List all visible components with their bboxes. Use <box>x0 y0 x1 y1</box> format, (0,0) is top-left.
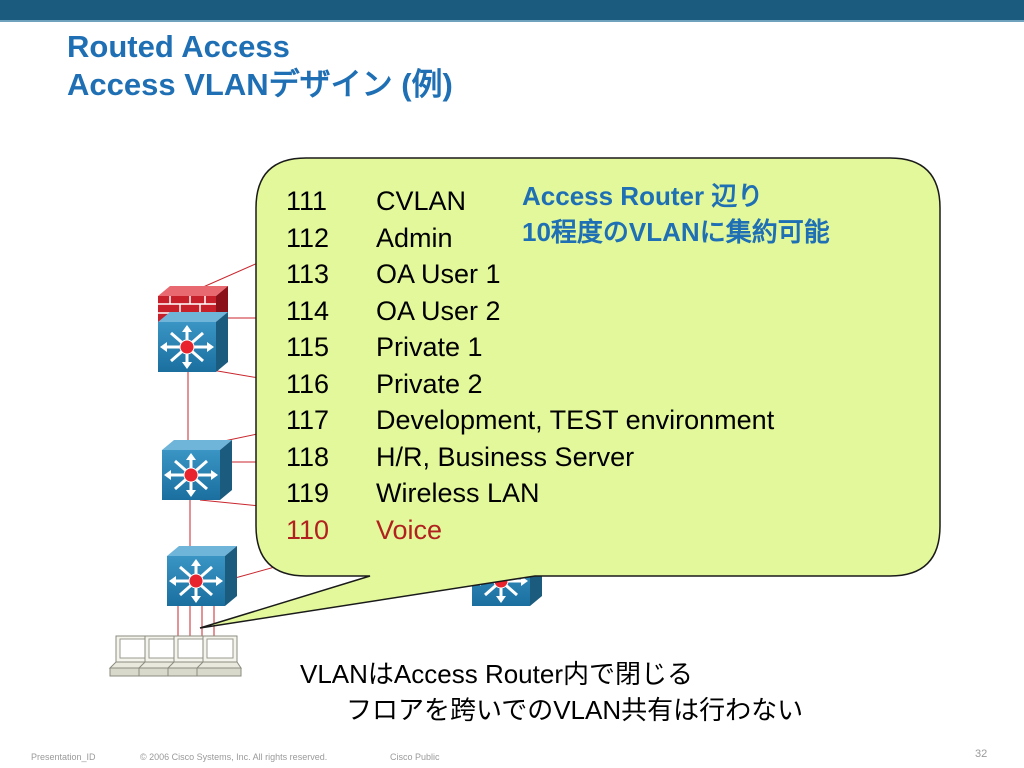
layer3-switch-icon-distribution <box>160 438 234 502</box>
vlan-id: 116 <box>286 368 330 399</box>
vlan-name: Private 1 <box>376 332 483 362</box>
vlan-row-112: 112 Admin <box>286 220 774 257</box>
title-line-2: Access VLANデザイン (例) <box>67 67 453 102</box>
vlan-id: 117 <box>286 405 330 435</box>
vlan-id: 119 <box>286 478 330 508</box>
note-line-2: 10程度のVLANに集約可能 <box>522 217 830 247</box>
vlan-row-118: 118 H/R, Business Server <box>286 439 774 476</box>
vlan-id: 110 <box>286 514 330 545</box>
footer-presentation-id: Presentation_ID <box>31 752 96 762</box>
caption-line-2: フロアを跨いでのVLAN共有は行わない <box>346 695 804 725</box>
vlan-name: Wireless LAN <box>376 478 540 508</box>
vlan-id: 115 <box>286 332 330 362</box>
vlan-id: 112 <box>286 222 330 253</box>
note-line-1: Access Router 辺り <box>522 181 764 211</box>
vlan-row-113: 113 OA User 1 <box>286 256 774 293</box>
slide-title: Routed Access Access VLANデザイン (例) <box>67 28 453 104</box>
vlan-row-115: 115 Private 1 <box>286 329 774 366</box>
vlan-name: OA User 2 <box>376 295 501 326</box>
vlan-row-116: 116 Private 2 <box>286 366 774 403</box>
vlan-id: 111 <box>286 186 328 216</box>
vlan-name: Development, TEST environment <box>376 405 775 435</box>
footer-classification: Cisco Public <box>390 752 440 762</box>
caption-line-1: VLANはAccess Router内で閉じる <box>300 659 693 689</box>
vlan-row-111: 111 CVLAN <box>286 183 774 220</box>
footer-copyright: © 2006 Cisco Systems, Inc. All rights re… <box>140 752 328 762</box>
vlan-row-119: 119 Wireless LAN <box>286 475 774 512</box>
vlan-id: 114 <box>286 295 330 326</box>
vlan-row-117: 117 Development, TEST environment <box>286 402 774 439</box>
vlan-name: Voice <box>376 514 443 545</box>
callout-note: Access Router 辺り 10程度のVLANに集約可能 <box>522 178 830 250</box>
vlan-id: 118 <box>286 441 330 472</box>
top-banner-rule <box>0 20 1024 22</box>
layer3-switch-icon-core <box>156 310 230 374</box>
caption: VLANはAccess Router内で閉じる フロアを跨いでのVLAN共有は行… <box>300 656 803 728</box>
vlan-name: CVLAN <box>376 186 467 216</box>
layer3-switch-icon-access <box>165 544 239 608</box>
workstation-icons <box>109 635 242 677</box>
vlan-name: H/R, Business Server <box>376 441 635 472</box>
top-banner <box>0 0 1024 20</box>
vlan-id: 113 <box>286 259 330 289</box>
vlan-name: OA User 1 <box>376 259 501 289</box>
vlan-name: Admin <box>376 222 453 253</box>
workstation-icon <box>196 635 242 677</box>
slide-number: 32 <box>975 748 988 760</box>
callout-bubble <box>199 157 941 629</box>
vlan-name: Private 2 <box>376 368 483 399</box>
vlan-list: 111 CVLAN 112 Admin 113 OA User 1 114 OA Use… <box>286 183 774 548</box>
title-line-1: Routed Access <box>67 29 290 64</box>
vlan-row-110: 110 Voice <box>286 512 774 549</box>
vlan-row-114: 114 OA User 2 <box>286 293 774 330</box>
